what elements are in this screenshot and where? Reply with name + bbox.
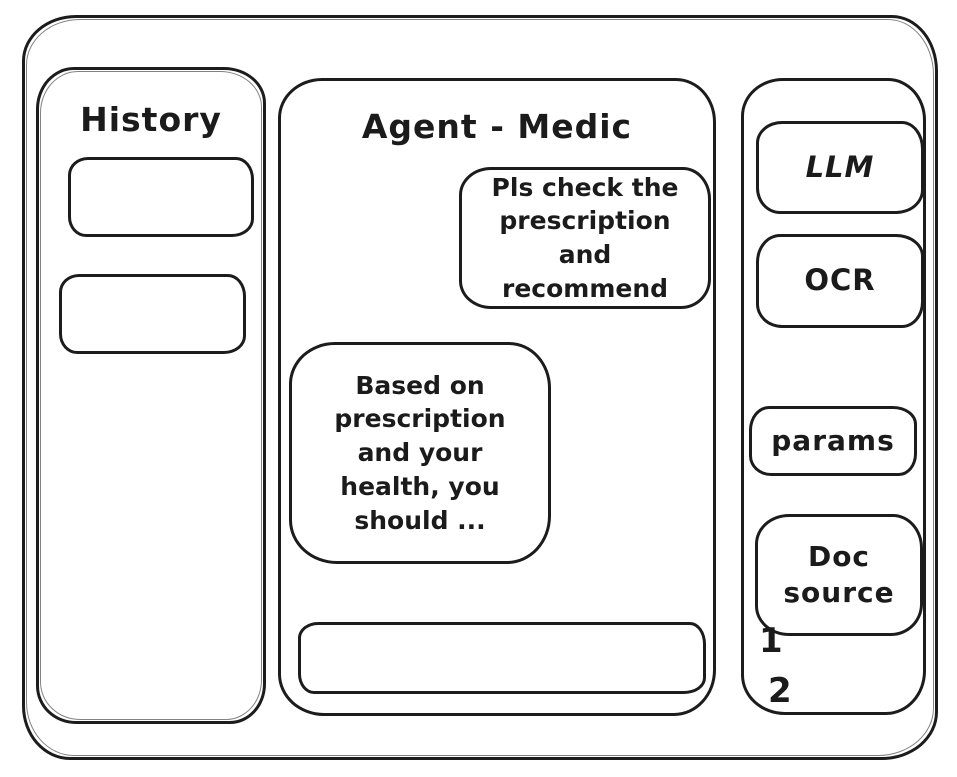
user-message-bubble: Pls check the prescription and recommend (459, 167, 711, 309)
app-frame: History Agent - Medic Pls check the pres… (22, 15, 938, 760)
history-item-2[interactable] (59, 274, 246, 354)
history-item-1[interactable] (68, 157, 254, 237)
params-button[interactable]: params (749, 406, 917, 476)
chat-panel: Agent - Medic Pls check the prescription… (278, 78, 716, 716)
history-title: History (80, 100, 222, 139)
doc-source-annotation-1: 1 (759, 621, 783, 661)
history-sidebar: History (36, 67, 266, 724)
doc-source-button[interactable]: Doc source (755, 514, 923, 636)
ocr-button[interactable]: OCR (756, 234, 924, 328)
message-input[interactable] (298, 622, 706, 694)
page-title: Agent - Medic (361, 107, 633, 146)
tools-panel: LLM OCR params Doc source 1 2 (741, 78, 926, 715)
agent-message-bubble: Based on prescription and your health, y… (289, 342, 551, 564)
llm-button[interactable]: LLM (756, 121, 924, 214)
doc-source-annotation-2: 2 (768, 671, 792, 711)
